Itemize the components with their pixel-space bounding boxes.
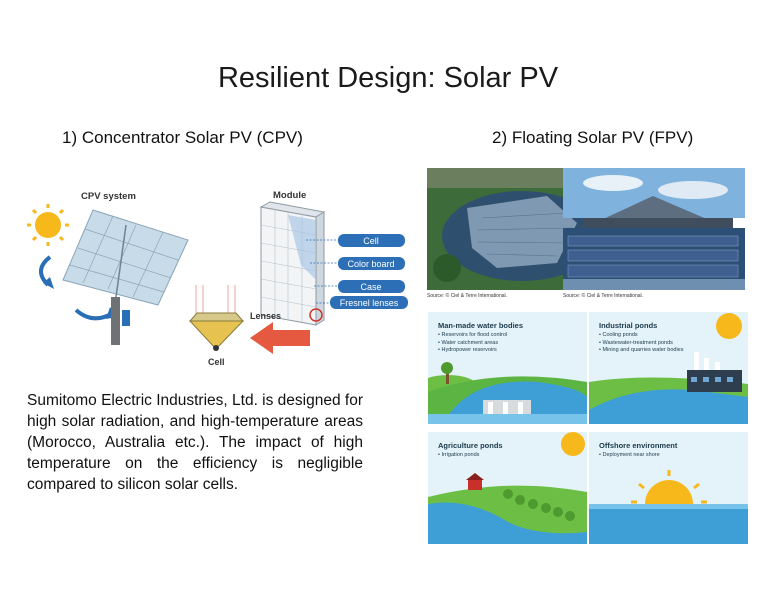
panel-item: Deployment near shore	[599, 452, 659, 460]
sun-icon	[561, 432, 585, 456]
panel-item: Reservoirs for flood control	[438, 332, 507, 340]
photo-source-2: Source: © Ciel & Terre International.	[563, 293, 644, 299]
barn-icon	[466, 473, 484, 490]
panel-list: Irrigation ponds	[438, 452, 479, 460]
lenses-label: Lenses	[250, 311, 281, 321]
panel-title: Man-made water bodies	[438, 321, 524, 330]
factory-icon	[687, 352, 742, 392]
module-box	[259, 201, 326, 326]
callout-cell: Cell	[363, 236, 379, 246]
sun-icon	[716, 313, 742, 339]
panel-industrial-ponds: Industrial ponds Cooling ponds Wastewate…	[589, 312, 748, 424]
panel-item: Cooling ponds	[599, 332, 684, 340]
panel-item: Mining and quarries water bodies	[599, 347, 683, 355]
fpv-reservoir-photo	[563, 168, 745, 290]
panel-offshore-environment: Offshore environment Deployment near sho…	[589, 432, 748, 544]
panel-list: Deployment near shore	[599, 452, 659, 460]
module-label: Module	[273, 190, 306, 201]
cpv-heading: 1) Concentrator Solar PV (CPV)	[62, 128, 303, 147]
cell-label: Cell	[208, 357, 225, 367]
zoom-arrow-icon	[250, 322, 310, 354]
panel-list: Reservoirs for flood control Water catch…	[438, 332, 507, 355]
panel-title: Agriculture ponds	[438, 441, 503, 450]
callout-fresnel-lenses: Fresnel lenses	[340, 298, 399, 308]
panel-item: Irrigation ponds	[438, 452, 479, 460]
panel-item: Wastewater-treatment ponds	[599, 340, 684, 348]
panel-agriculture-ponds: Agriculture ponds Irrigation ponds	[428, 432, 587, 544]
panel-man-made-water-bodies: Man-made water bodies Reservoirs for flo…	[428, 312, 587, 424]
photo-source-1: Source: © Ciel & Terre International.	[427, 293, 508, 299]
fpv-heading: 2) Floating Solar PV (FPV)	[492, 128, 694, 147]
panel-item: Water catchment areas	[438, 340, 507, 348]
cpv-system-label: CPV system	[81, 191, 136, 202]
panel-title: Offshore environment	[599, 441, 678, 450]
cpv-tracker-array	[62, 209, 189, 345]
module-callouts: Cell Color board Case Fresnel lenses	[306, 234, 408, 309]
panel-item: Hydropower reservoirs	[438, 347, 507, 355]
cpv-description: Sumitomo Electric Industries, Ltd. is de…	[27, 392, 363, 493]
panel-list: Cooling ponds Wastewater-treatment ponds…	[599, 332, 684, 355]
lens-cell-detail: Cell Lenses	[188, 285, 310, 367]
callout-case: Case	[360, 282, 381, 292]
callout-color-board: Color board	[347, 259, 394, 269]
sun-icon	[27, 204, 69, 246]
panel-title: Industrial ponds	[599, 321, 658, 330]
slide-title: Resilient Design: Solar PV	[217, 62, 559, 94]
cpv-diagram: CPV system Module	[27, 190, 408, 367]
